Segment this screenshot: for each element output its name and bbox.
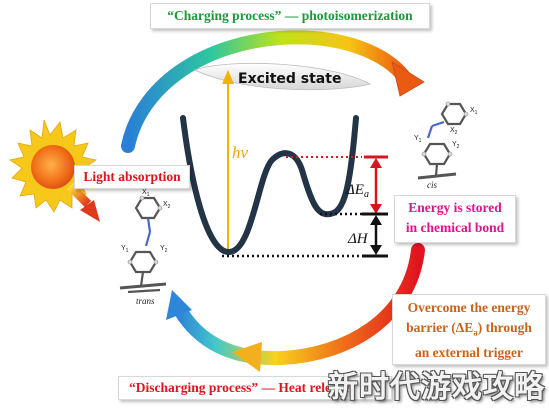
barrier-line-2: barrier (ΔEa) through (406, 320, 532, 338)
cis-y2-label: Y2 (452, 141, 460, 150)
barrier-line-3: an external trigger (415, 344, 523, 360)
barrier-line-1: Overcome the energy (407, 300, 531, 315)
trans-y2-label: Y2 (160, 245, 168, 254)
energy-stored-label: Energy is stored in chemical bond (394, 195, 516, 243)
charging-process-label: “Charging process” — photoisomerization (150, 3, 430, 29)
cis-label: cis (427, 180, 437, 190)
charging-quote: “Charging process” (167, 8, 282, 23)
excited-state-label: Excited state (238, 71, 342, 87)
watermark-text: 新时代游戏攻略 (328, 370, 545, 405)
cis-y1-label: Y1 (414, 135, 422, 144)
cis-x2-label: X2 (450, 127, 458, 136)
trans-molecule-icon (119, 195, 167, 294)
hv-label: hν (232, 143, 249, 162)
cis-x1-label: X1 (470, 107, 478, 116)
trans-y1-label: Y1 (121, 245, 129, 254)
delta-h-label: ΔH (347, 231, 369, 247)
discharging-cycle-arrow (173, 243, 425, 366)
trans-x1-label: X1 (142, 189, 150, 198)
cis-molecule-icon (417, 101, 469, 180)
delta-ea-arrow-down (370, 204, 382, 214)
hv-arrowhead (222, 70, 234, 84)
light-arrow (66, 182, 92, 208)
charging-cycle-arrow (121, 30, 412, 153)
trans-x2-label: X2 (163, 201, 171, 210)
delta-h-arrow-down (370, 245, 382, 255)
light-arrowhead (80, 200, 100, 222)
energy-potential-curve (180, 115, 359, 255)
stored-line-2: in chemical bond (405, 220, 505, 235)
discharging-arrowhead-left (232, 342, 262, 372)
discharging-process-label: “Discharging process” — Heat release (118, 376, 392, 400)
charging-arrowhead (391, 61, 425, 97)
charging-rest: — photoisomerization (281, 8, 413, 23)
stored-line-1: Energy is stored (408, 200, 502, 215)
light-absorption-label: Light absorption (74, 165, 190, 189)
delta-ea-label: ΔEa (345, 182, 369, 200)
delta-ea-arrow-up (370, 158, 382, 168)
excited-state-band (193, 62, 372, 91)
delta-h-arrow-up (370, 215, 382, 225)
trans-label: trans (136, 296, 155, 306)
discharging-arrowhead (166, 290, 192, 320)
energy-barrier-label: Overcome the energy barrier (ΔEa) throug… (392, 294, 546, 365)
